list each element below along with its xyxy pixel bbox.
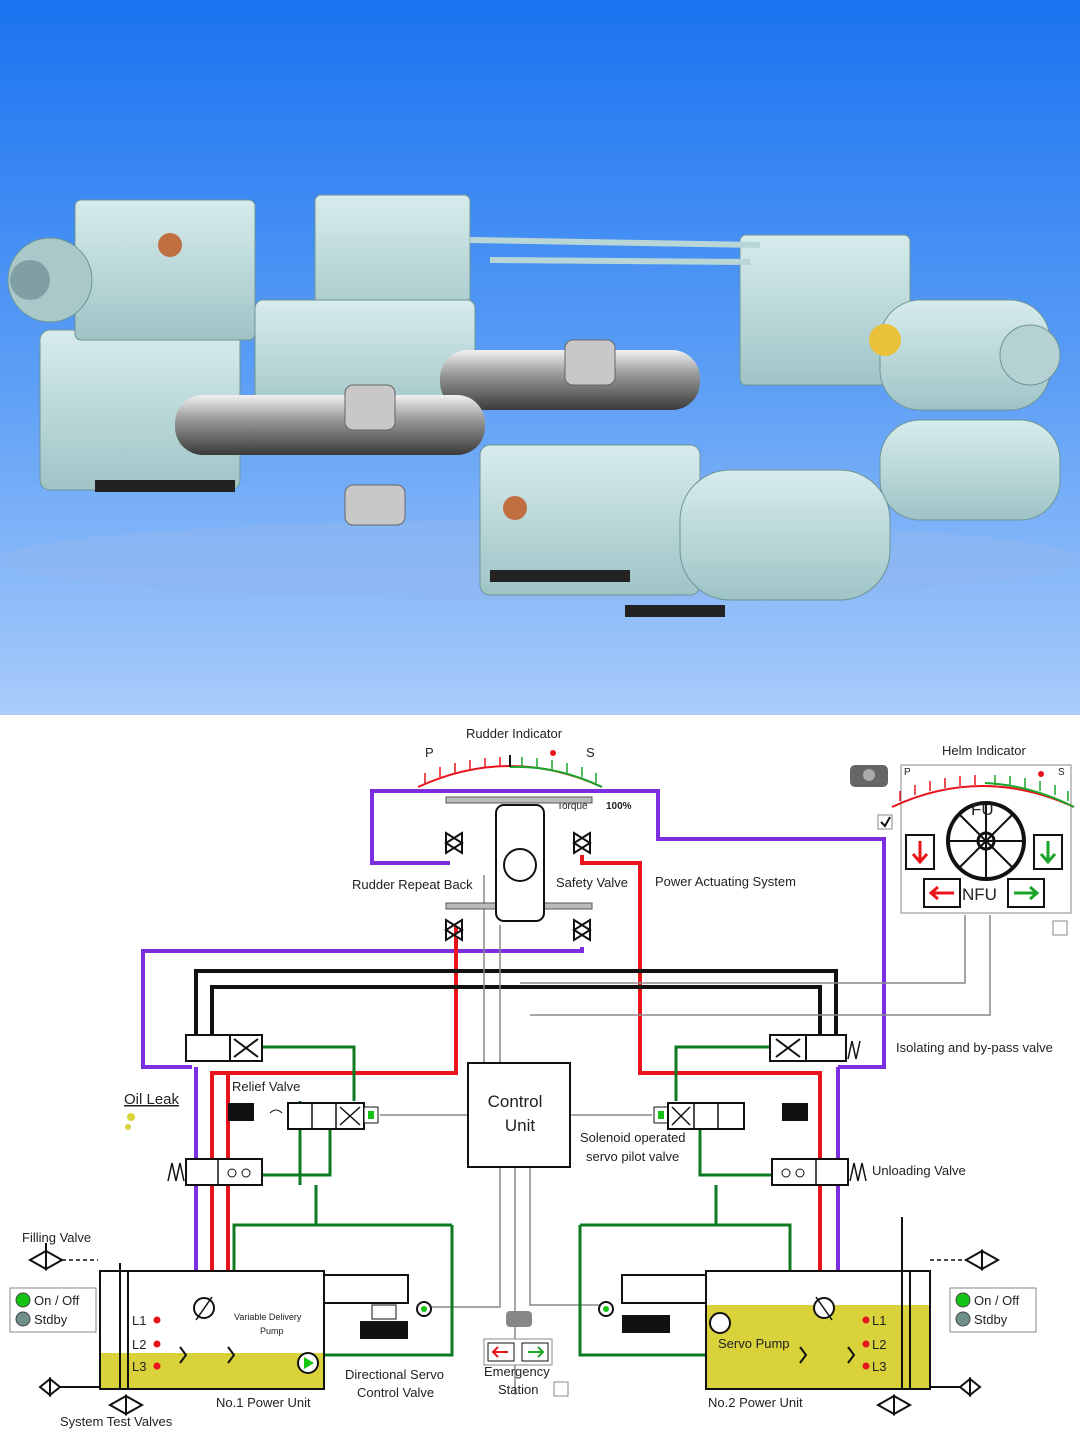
oil-leak-label: Oil Leak bbox=[124, 1091, 180, 1108]
helm-nfu-label: NFU bbox=[962, 885, 997, 904]
no2-power-unit-label: No.2 Power Unit bbox=[708, 1395, 803, 1410]
isolating-bypass-label: Isolating and by-pass valve bbox=[896, 1040, 1053, 1055]
rudder-indicator-title: Rudder Indicator bbox=[466, 726, 563, 741]
no1-l3: L3 bbox=[132, 1359, 146, 1374]
servo-pump-label: Servo Pump bbox=[718, 1336, 790, 1351]
helm-indicator-title: Helm Indicator bbox=[942, 743, 1026, 758]
torque-label: Torque bbox=[557, 801, 588, 812]
isolating-valve-left bbox=[185, 1034, 263, 1062]
emergency-line1: Emergency bbox=[484, 1364, 550, 1379]
rudder-starboard-label: S bbox=[586, 745, 595, 760]
rudder-actuator bbox=[444, 796, 593, 942]
no1-on-off[interactable]: On / Off bbox=[34, 1293, 80, 1308]
torque-value: 100% bbox=[606, 801, 632, 812]
no2-on-off[interactable]: On / Off bbox=[974, 1293, 1020, 1308]
variable-pump-line1: Variable Delivery bbox=[234, 1312, 302, 1322]
control-unit-line1: Control bbox=[488, 1092, 543, 1111]
directional-servo-valve-left bbox=[323, 1274, 432, 1339]
no1-power-unit-label: No.1 Power Unit bbox=[216, 1395, 311, 1410]
control-unit: Control Unit bbox=[467, 1062, 571, 1168]
nfu-starboard-button[interactable] bbox=[1007, 878, 1045, 908]
helm-port-label: P bbox=[904, 767, 911, 778]
no2-power-unit: L1 L2 L3 Servo Pump bbox=[705, 1217, 931, 1390]
helm-starboard-label: S bbox=[1058, 767, 1065, 778]
system-test-valves-label: System Test Valves bbox=[60, 1414, 173, 1429]
no2-l2: L2 bbox=[872, 1337, 886, 1352]
helm-fu-label: FU bbox=[971, 800, 994, 819]
unloading-valve-label: Unloading Valve bbox=[872, 1163, 966, 1178]
directional-servo-valve-right bbox=[598, 1274, 707, 1333]
isolating-valve-right bbox=[769, 1034, 861, 1062]
no1-status-panel[interactable]: On / Off Stdby bbox=[9, 1287, 97, 1333]
unloading-valve-left bbox=[167, 1158, 263, 1186]
no1-l1: L1 bbox=[132, 1313, 146, 1328]
helm-indicator: Helm Indicator P S FU NFU bbox=[891, 743, 1075, 936]
solenoid-valve-right bbox=[653, 1102, 808, 1130]
directional-servo-line2: Control Valve bbox=[357, 1385, 434, 1400]
emergency-checkbox[interactable] bbox=[553, 1381, 569, 1397]
helm-checkbox[interactable] bbox=[1052, 920, 1068, 936]
helm-port-button[interactable] bbox=[905, 834, 935, 870]
solenoid-valve-left bbox=[228, 1102, 379, 1130]
solenoid-label-line2: servo pilot valve bbox=[586, 1149, 679, 1164]
steering-gear-photo bbox=[0, 0, 1080, 715]
no1-l2: L2 bbox=[132, 1337, 146, 1352]
helm-starboard-button[interactable] bbox=[1033, 834, 1063, 870]
no1-stdby[interactable]: Stdby bbox=[34, 1312, 68, 1327]
no2-status-panel[interactable]: On / Off Stdby bbox=[949, 1287, 1037, 1333]
solenoid-label-line1: Solenoid operated bbox=[580, 1130, 686, 1145]
relief-valve-label: Relief Valve bbox=[232, 1079, 300, 1094]
rudder-port-label: P bbox=[425, 745, 434, 760]
helm-active-checkbox[interactable] bbox=[877, 814, 893, 830]
directional-servo-line1: Directional Servo bbox=[345, 1367, 444, 1382]
control-unit-line2: Unit bbox=[505, 1116, 536, 1135]
no2-stdby[interactable]: Stdby bbox=[974, 1312, 1008, 1327]
nfu-port-button[interactable] bbox=[923, 878, 961, 908]
no2-l1: L1 bbox=[872, 1313, 886, 1328]
telephone-icon[interactable] bbox=[850, 765, 888, 787]
emergency-station[interactable]: Emergency Station bbox=[483, 1311, 569, 1397]
no2-l3: L3 bbox=[872, 1359, 886, 1374]
steering-hydraulic-diagram: Rudder Indicator P S Torque 100% bbox=[0, 715, 1080, 1439]
power-actuating-system-label: Power Actuating System bbox=[655, 874, 796, 889]
no1-power-unit: L1 L2 L3 Variable Delivery Pump bbox=[99, 1263, 325, 1390]
emergency-line2: Station bbox=[498, 1382, 538, 1397]
rudder-repeat-back-label: Rudder Repeat Back bbox=[352, 877, 473, 892]
variable-pump-line2: Pump bbox=[260, 1326, 284, 1336]
unloading-valve-right bbox=[771, 1158, 867, 1186]
rudder-indicator: Rudder Indicator P S bbox=[417, 726, 603, 788]
safety-valve-label: Safety Valve bbox=[556, 875, 628, 890]
filling-valve-label: Filling Valve bbox=[22, 1230, 91, 1245]
